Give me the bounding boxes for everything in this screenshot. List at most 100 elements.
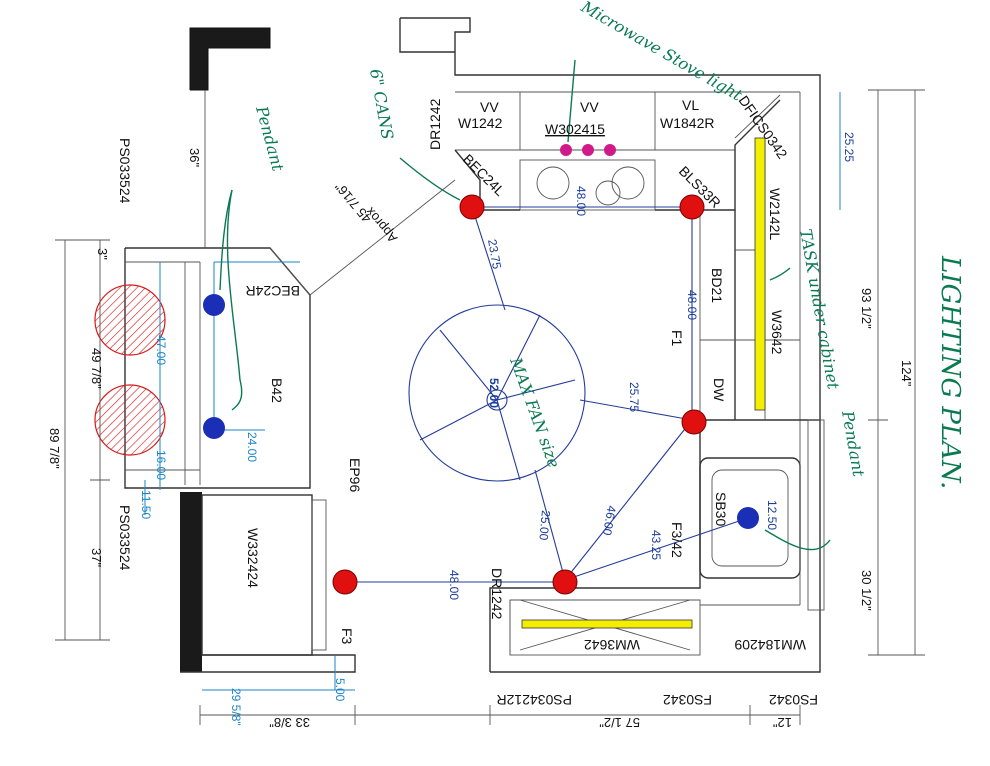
annotation-strokes	[219, 59, 831, 551]
lower-left-cab-side	[311, 499, 327, 651]
label-w332424: W332424	[245, 528, 261, 588]
note-cans: 6" CANS	[366, 67, 397, 141]
microwave-light-1	[560, 144, 572, 156]
fixtures	[203, 144, 759, 595]
microwave-light-2	[582, 144, 594, 156]
corner-base-left	[454, 149, 520, 211]
can-light-5	[332, 569, 358, 595]
fan-blade-5	[496, 314, 541, 401]
ldim-25-25: 25.25	[842, 132, 856, 162]
cdim-24: 24.00	[245, 432, 259, 462]
wall-right-outline	[400, 17, 821, 673]
label-fs0342-b: FS0342	[769, 692, 818, 708]
note-pendant-right: Pendant	[838, 408, 869, 478]
label-ps033524-top: PS033524	[117, 138, 133, 204]
ldim-12-50: 12.50	[765, 500, 779, 530]
bottom-counter	[489, 419, 820, 672]
can-light-1	[459, 194, 485, 220]
arrow-microwave	[567, 59, 576, 143]
label-dw: DW	[711, 378, 727, 402]
cdim-11-50: 11.50	[139, 490, 153, 519]
arrow-cans	[399, 157, 461, 201]
can-light-4	[552, 569, 578, 595]
ceiling-fan	[408, 304, 586, 482]
label-ps034212r: PS034212R	[496, 692, 572, 708]
link-fan-can4	[534, 469, 566, 581]
link-can3-can4	[564, 419, 693, 581]
link-fan-can3	[579, 399, 693, 421]
page-title: LIGHTING PLAN.	[935, 255, 965, 489]
ldim-48-right: 48.00	[685, 290, 699, 320]
label-f3: F3	[339, 628, 355, 645]
sink-basin	[711, 469, 789, 567]
label-wm184209: WM184209	[734, 637, 806, 653]
label-vl: VL	[682, 97, 699, 113]
pendant-light-2	[203, 417, 225, 439]
label-ep96: EP96	[347, 458, 363, 492]
wall-top-left-notch	[399, 18, 455, 53]
label-vv-mid: VV	[580, 99, 599, 115]
label-bec24l: BEC24L	[460, 151, 508, 199]
island-diagonal	[269, 247, 311, 296]
cdim-16: 16.00	[154, 450, 168, 480]
label-vv-left: VV	[480, 99, 499, 115]
note-microwave: Microwave Stove light	[577, 0, 746, 105]
link-can1-fan	[471, 206, 506, 311]
label-w1242: W1242	[458, 115, 503, 131]
wall-left-lower	[180, 492, 202, 672]
label-f1: F1	[669, 330, 685, 347]
pendant-light-3	[737, 507, 759, 529]
dim-36: 36"	[187, 148, 202, 167]
ldim-46: 46.00	[600, 504, 619, 536]
range	[519, 159, 656, 211]
dim-3: 3"	[95, 248, 110, 260]
ldim-25-75: 25.75	[627, 382, 641, 412]
stool-1	[94, 284, 166, 356]
cabinet-labels: VV W1242 VV W302415 VL W1842R DR1242 DFI…	[117, 93, 818, 708]
note-pendant-left: Pendant	[252, 103, 288, 174]
task-strip-right	[754, 137, 766, 411]
label-w3642: W3642	[769, 310, 785, 355]
label-dr1242-bottom: DR1242	[489, 568, 505, 620]
cyan-dimensions	[144, 92, 841, 691]
burner-1	[536, 166, 570, 200]
label-f3-42: F3/42	[669, 522, 685, 558]
ldim-48-top: 48.00	[574, 186, 588, 216]
dim-12: 12"	[773, 715, 792, 730]
dimension-lines	[55, 89, 925, 725]
dim-approx: Approx	[362, 204, 400, 246]
dim-57: 57 1/2"	[599, 715, 640, 730]
cdim-29: 29 5/8"	[229, 688, 243, 726]
note-fan: MAX FAN size	[506, 354, 564, 470]
fan-hub	[486, 389, 508, 411]
dim-33: 33 3/8"	[269, 715, 310, 730]
handwritten-notes: 6" CANS Microwave Stove light Pendant TA…	[252, 0, 965, 489]
label-bec24r: BEC24R	[246, 283, 300, 299]
dim-49: 49 7/8"	[89, 348, 104, 389]
label-w302415: W302415	[545, 121, 605, 137]
arrow-pendant-left	[226, 189, 243, 411]
label-bd21: BD21	[709, 268, 725, 303]
can-light-2	[679, 194, 705, 220]
lower-left-base	[180, 654, 356, 673]
fan-center-label: 52.00	[487, 378, 501, 408]
dim-89: 89 7/8"	[47, 428, 62, 469]
label-wm3642: WM3642	[584, 637, 640, 653]
dim-37: 37"	[89, 548, 104, 567]
light-dimension-labels: 25.25 48.00 23.75 48.00 25.75 46.00 25.0…	[139, 132, 856, 726]
fan-blade-2	[419, 399, 498, 441]
label-sb30: SB30	[713, 492, 729, 526]
lighting-lines	[213, 206, 749, 583]
burner-3	[595, 180, 621, 206]
corner-diagonal	[734, 94, 781, 139]
label-ps033524-bottom: PS033524	[117, 505, 133, 571]
bottom-upper-cab	[509, 599, 701, 656]
ldim-23-75: 23.75	[485, 238, 504, 270]
right-side-panel	[807, 419, 825, 611]
diag-approx	[309, 179, 456, 296]
walls	[94, 17, 825, 673]
dim-93: 93 1/2"	[859, 288, 874, 329]
cdim-5: 5.00	[333, 678, 347, 702]
arrow-task	[769, 267, 791, 281]
fan-blade-3	[496, 399, 521, 481]
